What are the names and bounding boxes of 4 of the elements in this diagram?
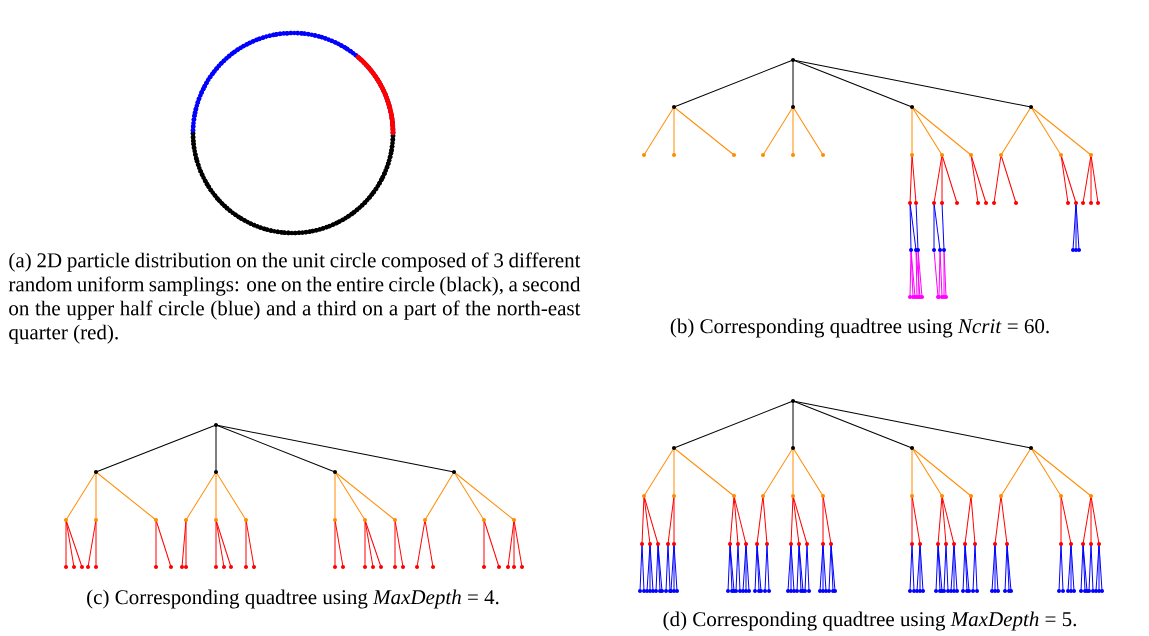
caption: (c) Corresponding quadtree using MaxDepth = 4. [87, 589, 499, 609]
caption: (b) Corresponding quadtree using Ncrit = 60. [670, 318, 1049, 338]
caption: (d) Corresponding quadtree using MaxDepth = 5. [663, 611, 1076, 631]
caption: (a) 2D particle distribution on the unit circle composed of 3 different random uniform samplings: one on the entire circle (black), a second on the upper half circle (blue) and a third on a part of the north-east quarter (red). [8, 252, 581, 344]
